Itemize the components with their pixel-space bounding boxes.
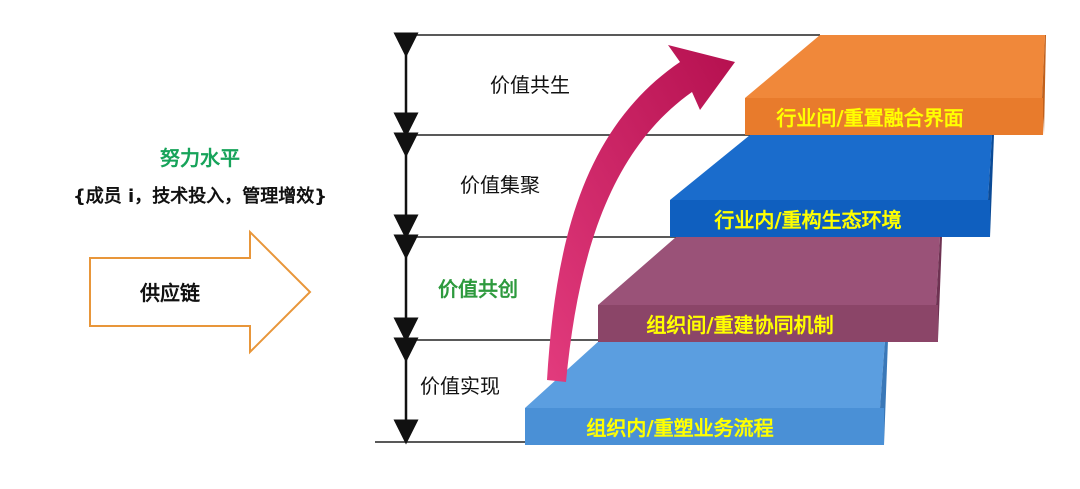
step-4-front bbox=[745, 98, 1043, 135]
step-3-top bbox=[670, 135, 992, 200]
step-3-front bbox=[670, 200, 990, 237]
growth-curve-arrow-shape bbox=[547, 45, 735, 382]
effort-detail: {成员 i，技术投入，管理增效} bbox=[72, 186, 328, 207]
effort-title: 努力水平 bbox=[160, 146, 240, 170]
step-1-label: 组织内/重塑业务流程 bbox=[586, 416, 773, 440]
step-1-front bbox=[525, 408, 884, 445]
value-level-label-3: 价值共创 bbox=[438, 277, 518, 301]
step-1: 组织内/重塑业务流程 bbox=[525, 340, 888, 445]
step-3: 行业内/重构生态环境 bbox=[670, 135, 994, 237]
step-4-label: 行业间/重置融合界面 bbox=[775, 106, 963, 130]
step-2-label: 组织间/重建协同机制 bbox=[646, 313, 833, 337]
supply-chain-arrow: 供应链 bbox=[89, 229, 312, 355]
supply-chain-label: 供应链 bbox=[139, 281, 201, 305]
value-level-label-2: 价值集聚 bbox=[460, 173, 540, 197]
supply-chain-arrow-shape bbox=[89, 229, 312, 355]
value-level-label-1: 价值共生 bbox=[490, 73, 570, 97]
step-2: 组织间/重建协同机制 bbox=[598, 237, 942, 342]
growth-curve-arrow bbox=[547, 45, 735, 382]
step-4: 行业间/重置融合界面 bbox=[745, 35, 1046, 135]
step-2-top bbox=[598, 237, 940, 305]
step-2-front bbox=[598, 305, 938, 342]
step-4-top bbox=[745, 35, 1045, 98]
step-1-top bbox=[525, 340, 885, 408]
value-level-label-4: 价值实现 bbox=[420, 374, 500, 398]
step-3-label: 行业内/重构生态环境 bbox=[713, 208, 901, 232]
